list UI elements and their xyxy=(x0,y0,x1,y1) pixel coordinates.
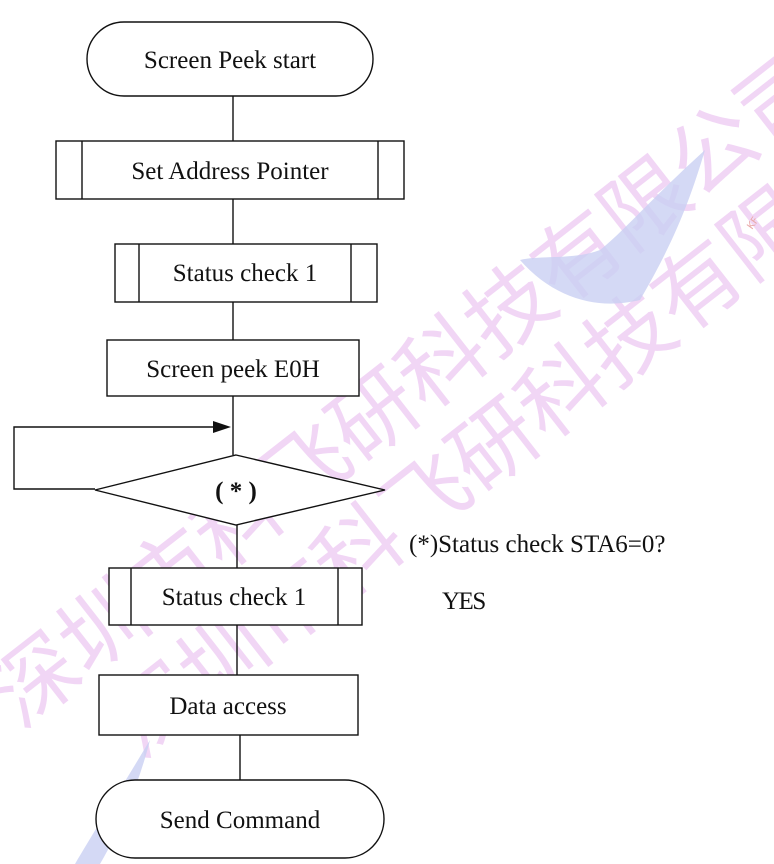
connectors xyxy=(13,96,241,780)
data-access-box: Data access xyxy=(98,674,359,736)
start-terminal: Screen Peek start xyxy=(86,21,374,97)
status-check-label-2: Status check 1 xyxy=(162,584,306,611)
data-access-label: Data access xyxy=(169,693,286,720)
watermark-logo-icon xyxy=(520,150,705,304)
status-check-box-1: Status check 1 xyxy=(114,243,378,303)
end-terminal-label: Send Command xyxy=(160,807,321,834)
decision-label: ( * ) xyxy=(215,478,257,505)
decision-diamond: ( * ) xyxy=(94,454,386,526)
condition-note: (*)Status check STA6=0? xyxy=(409,531,665,558)
loop-back-connector xyxy=(13,426,215,490)
status-check-label-1: Status check 1 xyxy=(173,260,317,287)
set-address-pointer-box: Set Address Pointer xyxy=(55,140,405,200)
status-check-box-2: Status check 1 xyxy=(108,567,363,626)
arrowhead-icon xyxy=(213,421,231,433)
set-address-pointer-label: Set Address Pointer xyxy=(131,158,329,185)
end-terminal: Send Command xyxy=(95,779,385,859)
yes-note: YES xyxy=(442,588,485,615)
screen-peek-box: Screen peek E0H xyxy=(106,339,360,397)
screen-peek-label: Screen peek E0H xyxy=(146,356,320,383)
start-terminal-label: Screen Peek start xyxy=(144,47,316,74)
